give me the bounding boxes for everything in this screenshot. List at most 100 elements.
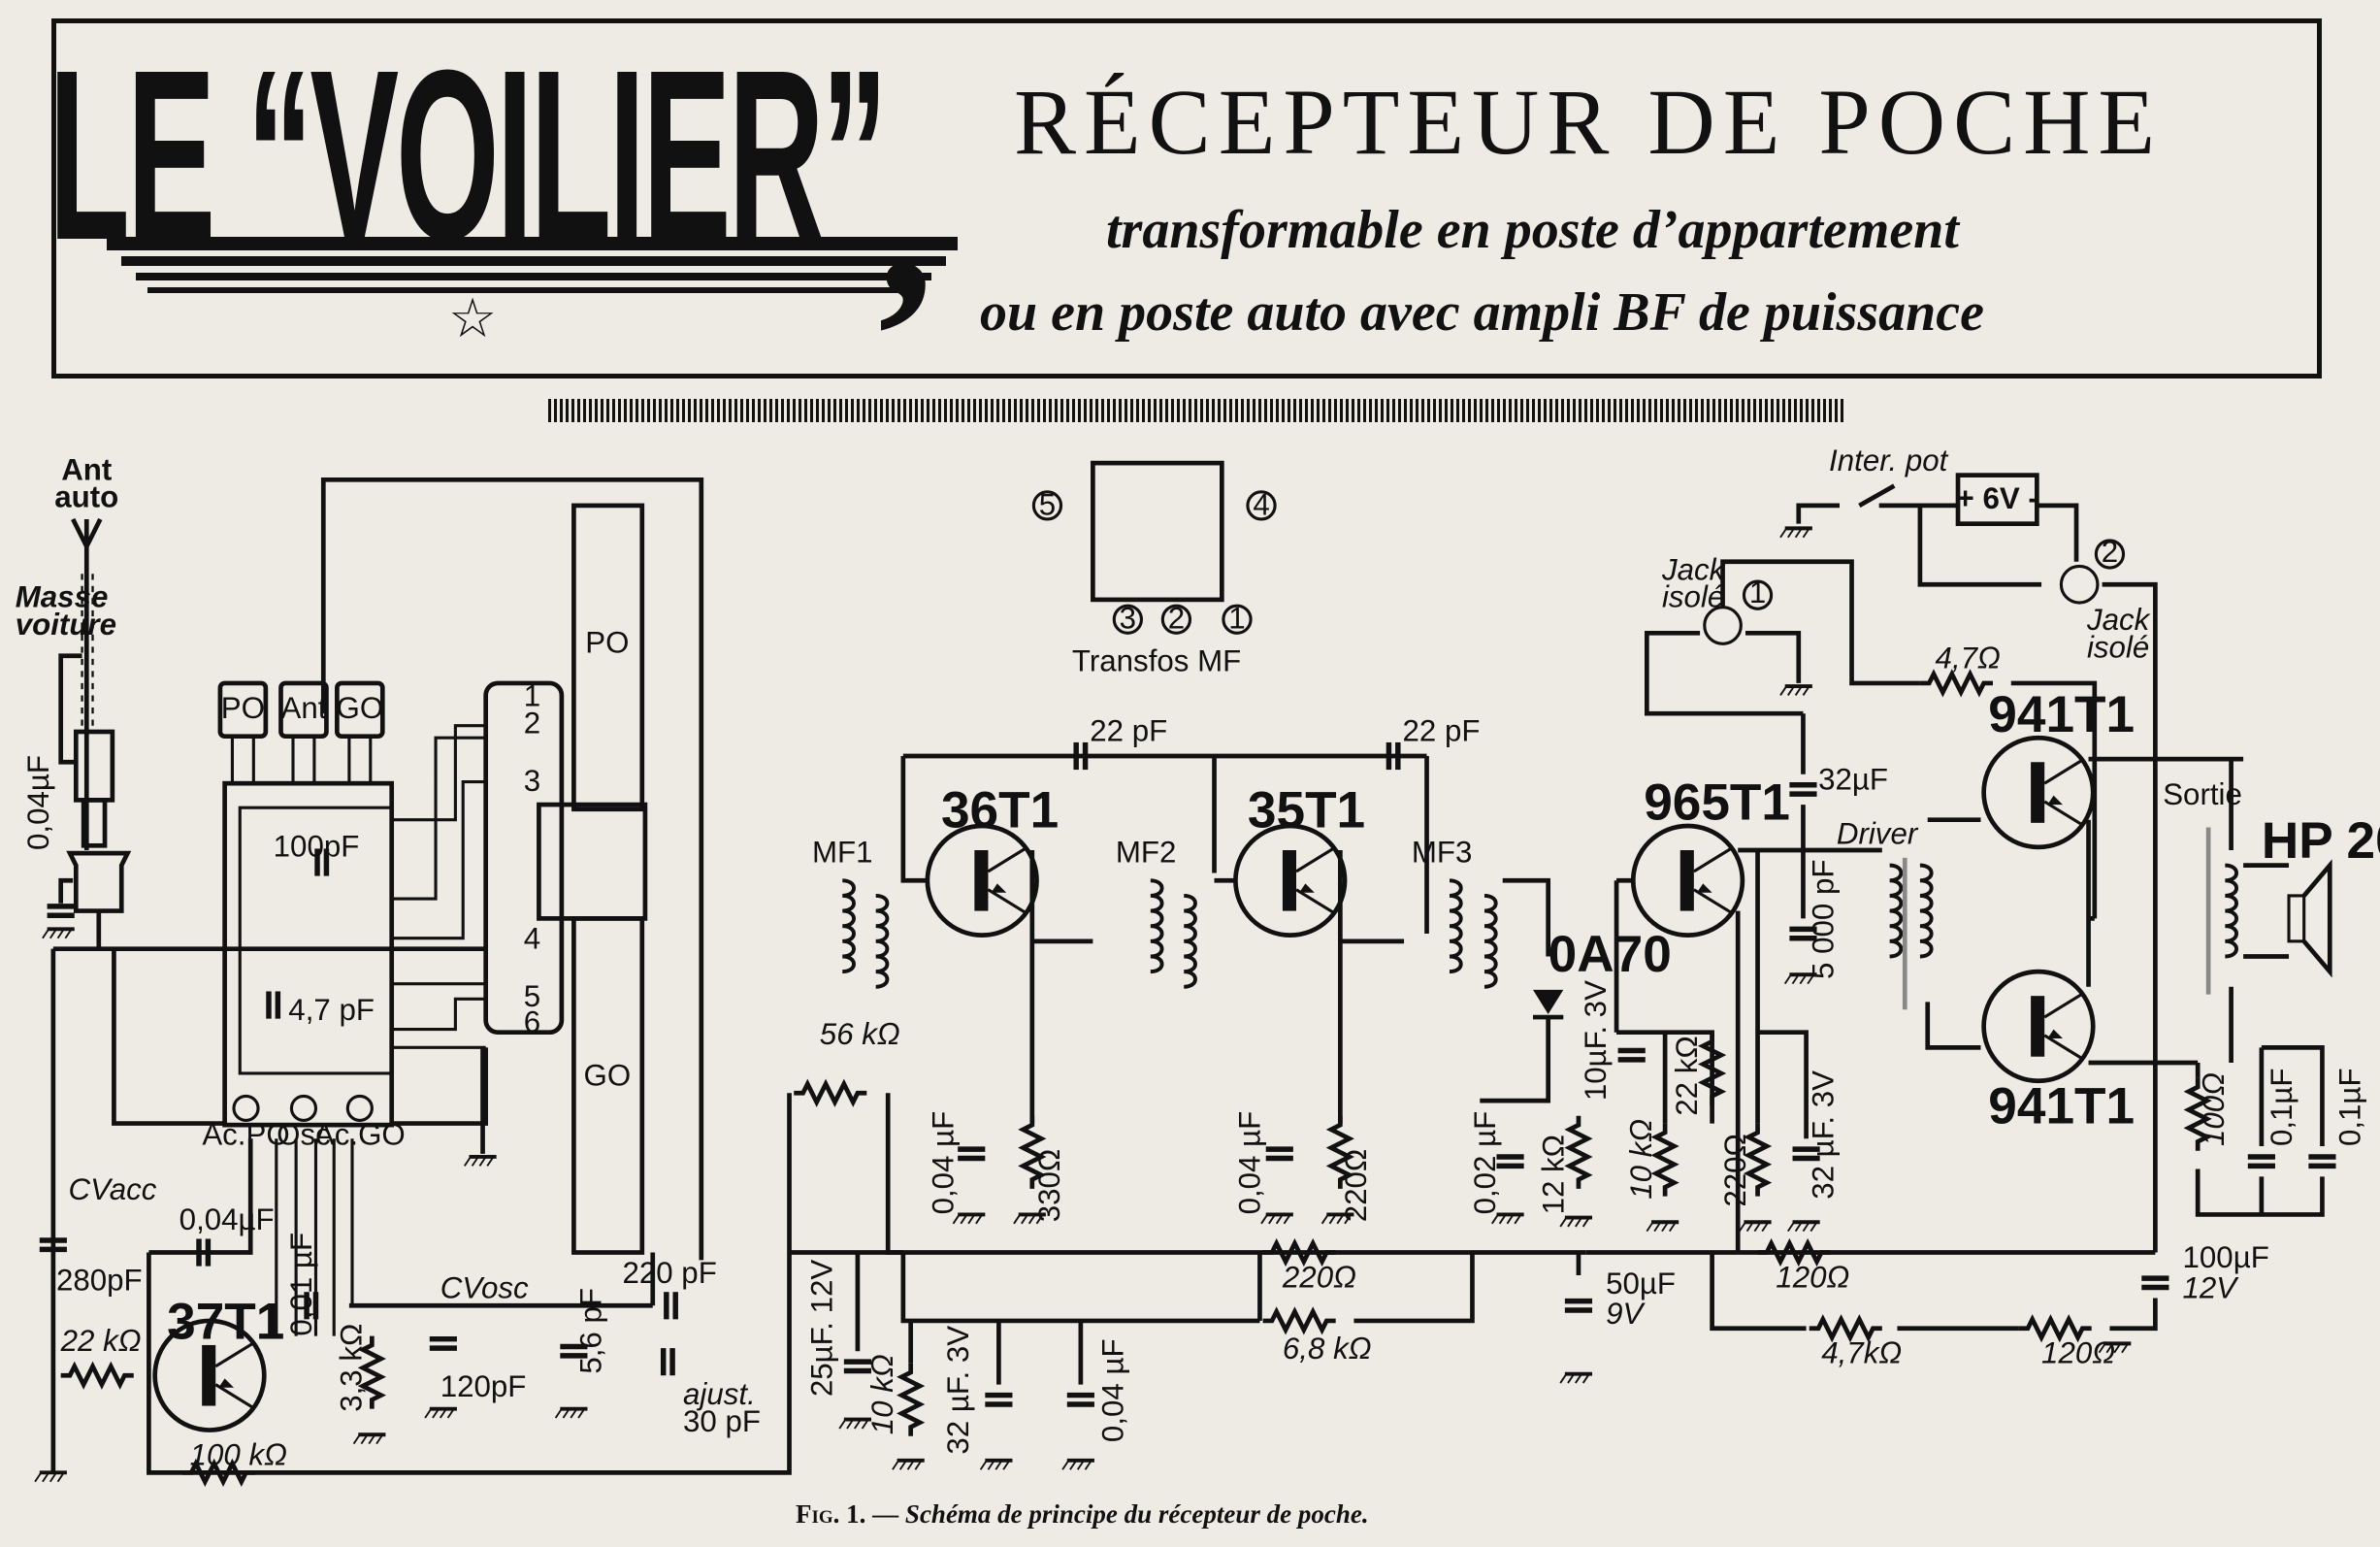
star-icon: ☆ <box>448 287 498 348</box>
cap-10u-label: 10µF. 3V <box>1579 980 1613 1101</box>
mf2-label: MF2 <box>1116 836 1177 870</box>
r-220-bus-label: 220Ω <box>1282 1261 1356 1295</box>
cv-osc-label: CVosc <box>440 1270 529 1304</box>
coil-tab-go: GO <box>335 680 385 740</box>
rod-po-label: PO <box>585 626 629 660</box>
audio-driver-stage: 965T1 10µF. 3V 10 kΩ 22 kΩ 220Ω 32 µF. 3… <box>1579 713 1934 1253</box>
if-key-title: Transfos MF <box>1072 643 1241 677</box>
speed-line-4 <box>147 287 914 293</box>
cap-220pf-label: 220 pF <box>622 1256 716 1290</box>
svg-text:2: 2 <box>1168 602 1185 636</box>
mf3-label: MF3 <box>1412 836 1473 870</box>
lower-supply: 50µF 9V 120Ω 4,7kΩ 120Ω 100µF 12V <box>1558 1240 2269 1386</box>
cap-5000pf-label: 5 000 pF <box>1807 860 1841 979</box>
header-frame <box>51 18 2322 379</box>
svg-text:isolé: isolé <box>1662 580 1724 614</box>
svg-text:Ant: Ant <box>280 691 326 725</box>
antenna-cap-label: 0,04µF <box>21 755 55 850</box>
connector-strip: 1 2 3 4 5 6 <box>483 678 565 1039</box>
cap-0-1-b-label: 0,1µF <box>2333 1068 2367 1146</box>
pin-2: 2 <box>524 707 540 741</box>
r-6-8k-label: 6,8 kΩ <box>1283 1332 1372 1366</box>
mf1-label: MF1 <box>812 836 873 870</box>
coil-tab-po: PO <box>217 680 269 740</box>
oscillator-stage: CVacc 280pF 0,04µF 37T1 22 kΩ 0,01 µF 3,… <box>33 1138 792 1482</box>
r-10k-bias-label: 10 kΩ <box>865 1354 899 1434</box>
speed-line-2 <box>121 256 946 266</box>
cap-50u-voltage-label: 9V <box>1606 1297 1646 1331</box>
svg-text:2: 2 <box>2102 535 2118 569</box>
r-4-7-label: 4,7Ω <box>1936 641 2001 675</box>
speaker-icon <box>2287 859 2332 978</box>
r-3-3k-label: 3,3 kΩ <box>334 1324 368 1412</box>
switch-label: Inter. pot <box>1829 444 1949 477</box>
transistor-941t1-top-label: 941T1 <box>1988 686 2135 743</box>
car-antenna: Ant auto Masse voiture 0,04µF <box>16 452 486 1473</box>
cap-5-6pf-label: 5,6 pF <box>574 1288 608 1374</box>
r-330-label: 330Ω <box>1032 1149 1066 1223</box>
pin-4: 4 <box>524 922 540 956</box>
cap-4-7pf-label: 4,7 pF <box>288 993 375 1027</box>
svg-text:PO: PO <box>221 691 265 725</box>
r-220-35-label: 220Ω <box>1339 1149 1373 1223</box>
speaker-label: HP 20Ω <box>2262 812 2380 870</box>
cap-0-1-a-label: 0,1µF <box>2265 1068 2298 1146</box>
coil-tab-ant: Ant <box>278 680 329 740</box>
cap-25u-label: 25µF. 12V <box>804 1260 838 1398</box>
r-22k-965-label: 22 kΩ <box>1670 1036 1704 1115</box>
battery-label: + 6V - <box>1957 481 2038 515</box>
svg-text:1: 1 <box>1749 576 1766 609</box>
svg-text:Jack: Jack <box>2086 603 2151 637</box>
cap-50u-label: 50µF <box>1606 1267 1676 1300</box>
ground-label-1: Masse <box>16 580 109 614</box>
cap-32u-3v-965-label: 32 µF. 3V <box>1807 1070 1841 1200</box>
pin-6: 6 <box>524 1005 540 1039</box>
transistor-941t1-bottom-label: 941T1 <box>1988 1078 2135 1136</box>
speed-line-1 <box>107 237 958 250</box>
svg-text:3: 3 <box>1120 602 1136 636</box>
svg-text:5: 5 <box>1039 487 1056 521</box>
cap-0-04-36-label: 0,04 µF <box>926 1111 960 1215</box>
r-56k-label: 56 kΩ <box>820 1017 900 1051</box>
diode-label: 0A70 <box>1549 926 1672 983</box>
speed-line-3 <box>136 273 931 280</box>
pin-5: 5 <box>524 979 540 1013</box>
cap-280pf-label: 280pF <box>56 1264 143 1298</box>
cap-22pf-b-label: 22 pF <box>1402 713 1480 747</box>
driver-label: Driver <box>1837 817 1919 851</box>
cv-acc-label: CVacc <box>68 1172 156 1206</box>
cap-100u-label: 100µF <box>2183 1240 2269 1274</box>
cap-32u-3v-label: 32 µF. 3V <box>941 1326 975 1455</box>
antenna-label-1: Ant <box>61 452 113 486</box>
cap-0-02-label: 0,02 µF <box>1468 1111 1502 1215</box>
pot-12k-label: 12 kΩ <box>1536 1135 1570 1214</box>
svg-text:GO: GO <box>337 691 384 725</box>
trimmer-ac-go: Ac.GO <box>314 1094 406 1151</box>
battery-6v: + 6V - <box>1955 473 2039 527</box>
svg-text:Jack: Jack <box>1661 553 1726 587</box>
r-120-b-label: 120Ω <box>2041 1336 2115 1370</box>
cap-0-04-osc-label: 0,04µF <box>179 1202 275 1236</box>
r-10k-965-label: 10 kΩ <box>1624 1119 1658 1200</box>
r-100k-label: 100 kΩ <box>190 1438 287 1472</box>
hatched-divider <box>548 399 1843 422</box>
trimmer-ajust-label: ajust. <box>683 1377 756 1411</box>
cap-100u-voltage-label: 12V <box>2183 1270 2240 1304</box>
cap-22pf-a-label: 22 pF <box>1090 713 1167 747</box>
r-120-a-label: 120Ω <box>1776 1261 1849 1295</box>
r-22k-osc-label: 22 kΩ <box>60 1324 142 1358</box>
if-stages: 22 pF 22 pF MF1 36T1 0,04 µF 330Ω 56 kΩ … <box>787 713 1672 1255</box>
cap-0-04-35-label: 0,04 µF <box>1232 1111 1266 1215</box>
supply-bus: 220Ω 6,8 kΩ 25µF. 12V 10 kΩ 32 µF. 3V 0,… <box>789 1243 1586 1472</box>
figure-caption: Fig. 1. — Schéma de principe du récepteu… <box>796 1499 1369 1530</box>
svg-text:4: 4 <box>1253 487 1269 521</box>
antenna-label-2: auto <box>54 479 118 513</box>
coil-block: PO Ant GO 100pF 4,7 pF Ac.PO Osc Ac.GO <box>202 477 704 1261</box>
svg-text:isolé: isolé <box>2087 630 2149 664</box>
r-220-965-label: 220Ω <box>1718 1134 1752 1207</box>
output-stage: Inter. pot + 6V - 2 Jack isolé 1 Jack is… <box>1645 444 2380 1253</box>
cap-120pf-label: 120pF <box>440 1369 527 1403</box>
transistor-965t1-label: 965T1 <box>1644 774 1790 832</box>
